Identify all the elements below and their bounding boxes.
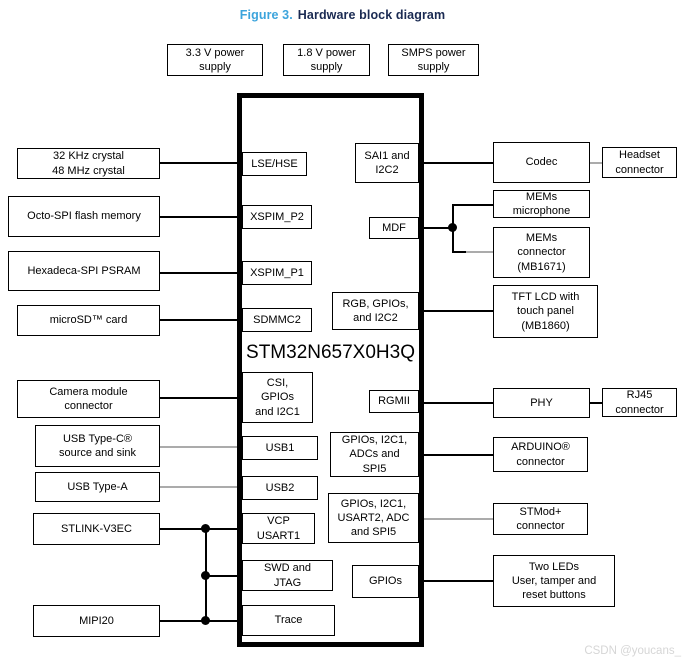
wire-microsd-sdmmc2 <box>160 319 239 321</box>
peripheral-microsd: microSD™ card <box>17 305 160 336</box>
wire-usart2-stmod <box>419 518 493 520</box>
peripheral-usb-type-a: USB Type-A <box>35 472 160 502</box>
peripheral-phy: PHY <box>493 388 590 418</box>
port-csi-gpios-i2c1: CSI, GPIOs and I2C1 <box>242 372 313 423</box>
wire-stlink-vcp <box>160 528 239 530</box>
wire-usba-usb2 <box>160 486 239 488</box>
port-sdmmc2: SDMMC2 <box>242 308 312 332</box>
port-usb2: USB2 <box>242 476 318 500</box>
wire-bus-swd <box>206 575 239 577</box>
watermark: CSDN @youcans_ <box>584 645 681 657</box>
wire-mdf-memsmic <box>452 204 493 206</box>
port-rgmii: RGMII <box>369 390 419 413</box>
junction-dot-swd <box>201 571 210 580</box>
wire-mdf-memsconn-black <box>452 251 466 253</box>
port-mdf: MDF <box>369 217 419 239</box>
box-power-3v3: 3.3 V power supply <box>167 44 263 76</box>
port-gpios: GPIOs <box>352 565 419 598</box>
peripheral-codec: Codec <box>493 142 590 183</box>
port-vcp-usart1: VCP USART1 <box>242 513 315 544</box>
peripheral-mems-microphone: MEMs microphone <box>493 190 590 218</box>
wire-hexadeca-xspimp1 <box>160 272 239 274</box>
port-xspim-p2: XSPIM_P2 <box>242 205 312 229</box>
port-rgb-gpios-i2c2: RGB, GPIOs, and I2C2 <box>332 292 419 330</box>
port-gpios-i2c1-adcs-spi5: GPIOs, I2C1, ADCs and SPI5 <box>330 432 419 477</box>
chip-outline <box>237 93 424 647</box>
wire-gpios-leds <box>419 580 493 582</box>
port-lse-hse: LSE/HSE <box>242 152 307 176</box>
port-gpios-i2c1-usart2-adc-spi5: GPIOs, I2C1, USART2, ADC and SPI5 <box>328 493 419 543</box>
peripheral-headset-connector: Headset connector <box>602 147 677 178</box>
wire-adcs-arduino <box>419 454 493 456</box>
peripheral-mipi20: MIPI20 <box>33 605 160 637</box>
peripheral-crystals: 32 KHz crystal 48 MHz crystal <box>17 148 160 179</box>
peripheral-rj45-connector: RJ45 connector <box>602 388 677 417</box>
wire-usbc-usb1 <box>160 446 239 448</box>
junction-dot-trace <box>201 616 210 625</box>
port-usb1: USB1 <box>242 436 318 460</box>
wire-rgb-tftlcd <box>419 310 493 312</box>
wire-rgmii-phy <box>419 402 493 404</box>
wire-mipi20-trace <box>160 620 239 622</box>
peripheral-tft-lcd: TFT LCD with touch panel (MB1860) <box>493 285 598 338</box>
figure-number: Figure 3. <box>239 8 293 22</box>
wire-mdf-memsconn-gray <box>466 251 493 253</box>
peripheral-stlink-v3ec: STLINK-V3EC <box>33 513 160 545</box>
figure-name: Hardware block diagram <box>297 8 446 22</box>
port-xspim-p1: XSPIM_P1 <box>242 261 312 285</box>
box-power-smps: SMPS power supply <box>388 44 479 76</box>
box-power-1v8: 1.8 V power supply <box>283 44 370 76</box>
chip-name: STM32N657X0H3Q <box>246 342 415 363</box>
peripheral-usb-type-c: USB Type-C® source and sink <box>35 425 160 467</box>
peripheral-camera-connector: Camera module connector <box>17 380 160 418</box>
wire-sai1-codec <box>419 162 493 164</box>
port-sai1-i2c2: SAI1 and I2C2 <box>355 143 419 183</box>
wire-codec-headset <box>590 162 602 164</box>
peripheral-octospi-flash: Octo-SPI flash memory <box>8 196 160 237</box>
wire-camera-csi <box>160 397 239 399</box>
peripheral-arduino-connector: ARDUINO® connector <box>493 437 588 472</box>
wire-mdf-junction <box>419 227 453 229</box>
figure-title: Figure 3. Hardware block diagram <box>0 8 685 22</box>
port-swd-jtag: SWD and JTAG <box>242 560 333 591</box>
peripheral-mems-connector: MEMs connector (MB1671) <box>493 227 590 278</box>
peripheral-leds-buttons: Two LEDs User, tamper and reset buttons <box>493 555 615 607</box>
peripheral-stmod-connector: STMod+ connector <box>493 503 588 535</box>
peripheral-hexadeca-psram: Hexadeca-SPI PSRAM <box>8 251 160 291</box>
wire-phy-rj45 <box>590 402 602 404</box>
wire-crystal-lsehse <box>160 162 239 164</box>
wire-octospi-xspimp2 <box>160 216 239 218</box>
junction-dot-stlink <box>201 524 210 533</box>
port-trace: Trace <box>242 605 335 636</box>
junction-dot-mdf <box>448 223 457 232</box>
